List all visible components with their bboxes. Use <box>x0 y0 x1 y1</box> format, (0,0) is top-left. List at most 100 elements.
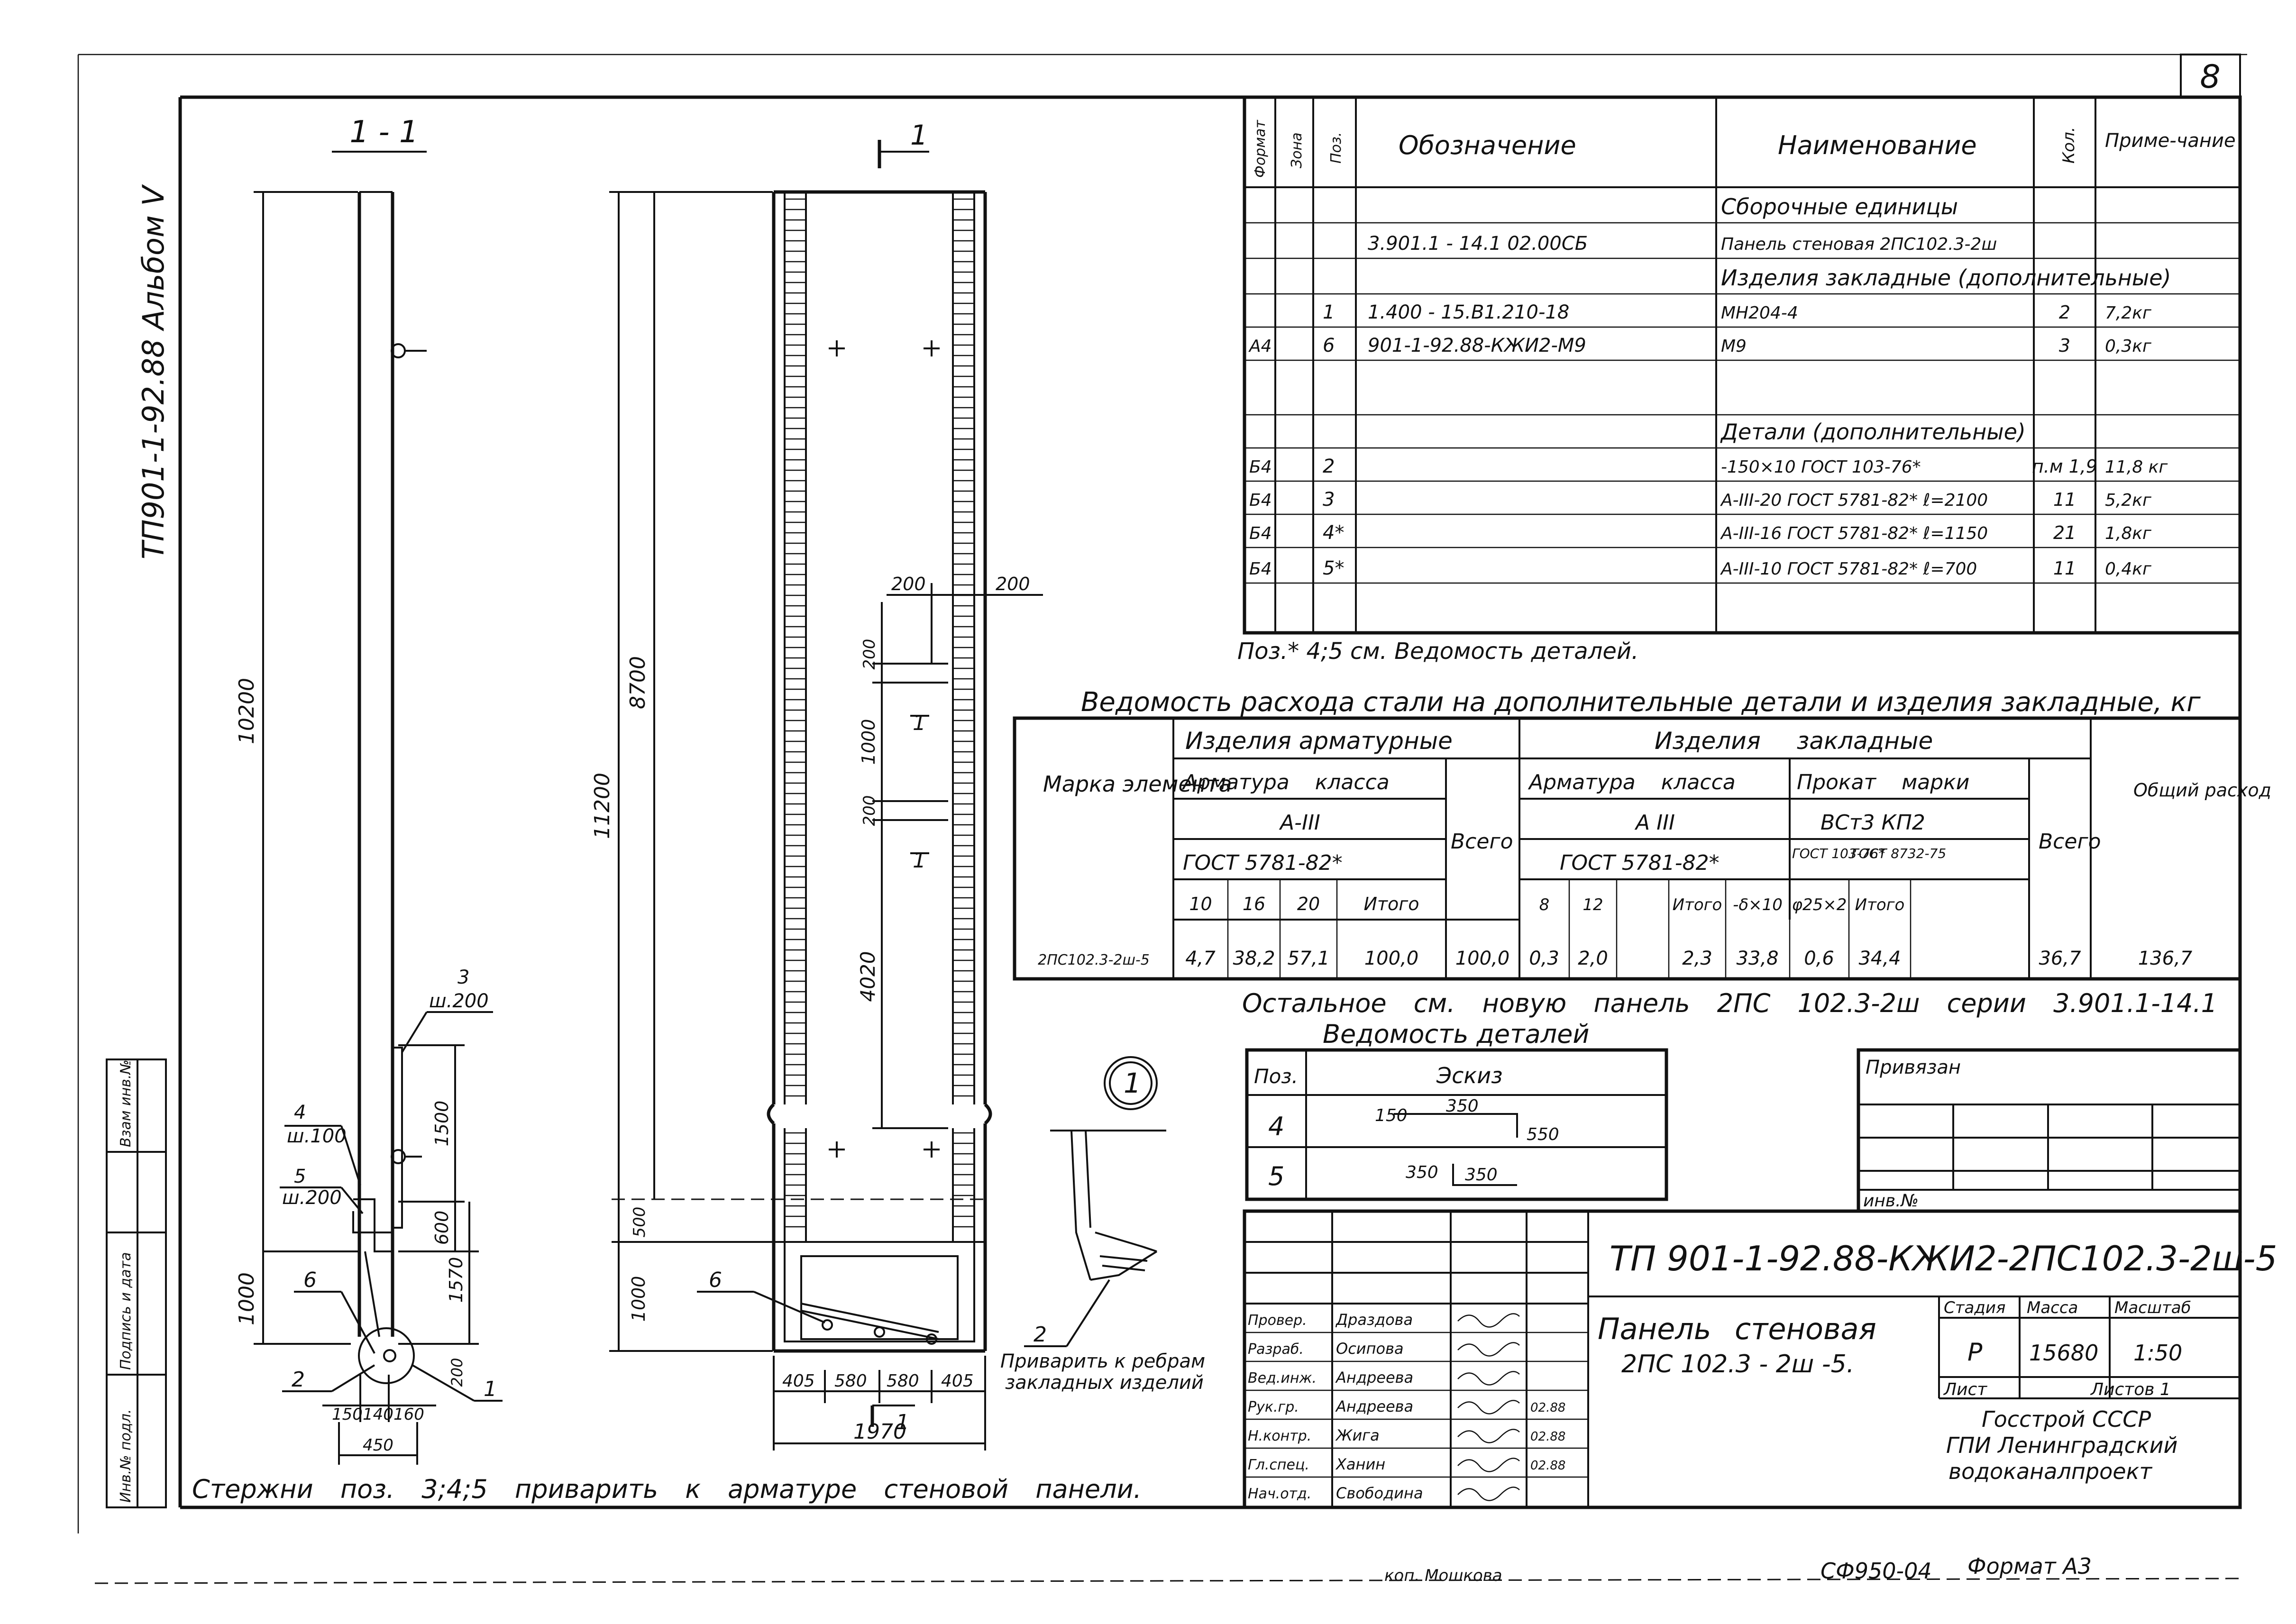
staff-name: Жига <box>1335 1426 1380 1444</box>
steel-cell: 100,0 <box>1364 948 1419 969</box>
spec-header-format: Формат <box>1252 119 1269 178</box>
spec-header-zone: Зона <box>1289 132 1305 168</box>
section-dim-150: 150 <box>332 1405 363 1424</box>
steel-col-a: 16 <box>1243 894 1265 914</box>
details-row-4-pos: 4 <box>1268 1112 1284 1141</box>
section-dim-total: 10200 <box>235 678 259 744</box>
steel-col-b: 12 <box>1583 895 1603 914</box>
spec-row-note: 11,8 кг <box>2105 457 2168 477</box>
steel-cell: 2,3 <box>1682 948 1712 969</box>
elevation-callout-1a: 1 <box>913 711 926 735</box>
title-org-3: водоканалпроект <box>1948 1459 2152 1484</box>
steel-class-a3: А-III <box>1279 811 1320 835</box>
steel-total-b: Всего <box>2039 830 2101 854</box>
staff-role: Вед.инж. <box>1248 1370 1317 1387</box>
staff-date: 02.88 <box>1530 1430 1565 1444</box>
steel-gost-c2: ГОСТ 8732-75 <box>1851 846 1946 861</box>
section-dim-1570: 1570 <box>446 1257 467 1303</box>
spec-header-name: Наименование <box>1778 130 1977 160</box>
spec-table: Формат Зона Поз. Обозначение Наименовани… <box>1237 95 2242 665</box>
section-title: 1 - 1 <box>349 115 418 150</box>
steel-cell: 100,0 <box>1455 948 1510 969</box>
spec-row-pos: 3 <box>1323 489 1335 511</box>
staff-signature <box>1457 1313 1520 1328</box>
spec-row-qty: 2 <box>2059 302 2070 323</box>
spec-row-format: Б4 <box>1249 524 1272 543</box>
spec-row-name: Панель стеновая 2ПС102.3-2ш <box>1721 235 1997 254</box>
spec-row-name: Сборочные единицы <box>1721 194 1958 219</box>
detail-note-1: Приварить к ребрам <box>1000 1350 1205 1372</box>
spec-row-name: Детали (дополнительные) <box>1720 419 2026 445</box>
callout-1: 1 <box>484 1377 497 1401</box>
steel-title: Ведомость расхода стали на дополнительны… <box>1081 687 2201 718</box>
staff-name: Андреева <box>1335 1369 1413 1387</box>
sheet-number: 8 <box>2200 58 2220 96</box>
side-stamp: Взам инв.№ Подпись и дата Инв.№ подл. <box>106 1058 167 1508</box>
steel-cell: 33,8 <box>1736 948 1778 969</box>
staff-name: Свободина <box>1336 1484 1423 1502</box>
section-dim-600: 600 <box>431 1211 452 1245</box>
details-row-5-pos: 5 <box>1268 1161 1284 1191</box>
title-org-1: Госстрой СССР <box>1982 1406 2151 1432</box>
title-code: ТП 901-1-92.88-КЖИ2-2ПС102.3-2ш-5 <box>1610 1239 2277 1278</box>
staff-signature <box>1457 1342 1520 1357</box>
title-staff-rows: Провер.ДраздоваРазраб.ОсиповаВед.инж.Анд… <box>1244 1311 1588 1502</box>
spec-row-name: А-III-16 ГОСТ 5781-82* ℓ=1150 <box>1720 524 1988 543</box>
spec-row-pos: 6 <box>1323 335 1335 356</box>
title-name-2: 2ПС 102.3 - 2ш -5. <box>1621 1350 1854 1378</box>
spec-row-pos: 2 <box>1323 456 1335 477</box>
steel-gost-b: ГОСТ 5781-82* <box>1560 851 1720 875</box>
elevation-view: 1 <box>590 119 1043 1451</box>
steel-col-b: φ25×2 <box>1792 895 1847 914</box>
staff-role: Нач.отд. <box>1248 1486 1311 1502</box>
elevation-cut-label: 1 <box>910 119 928 151</box>
steel-col-a: 10 <box>1189 894 1212 914</box>
spec-header-qty: Кол. <box>2059 127 2078 164</box>
steel-grand-total: Общий расход <box>2133 780 2271 801</box>
other-note: Остальное см. новую панель 2ПС 102.3-2ш … <box>1242 988 2217 1018</box>
elevation-dim-1000b: 1000 <box>628 1276 649 1322</box>
detail-note-2: закладных изделий <box>1005 1372 1204 1394</box>
callout-5-spec: ш.200 <box>282 1187 342 1209</box>
elevation-dim-405a: 405 <box>782 1371 815 1391</box>
bottom-note: Стержни поз. 3;4;5 приварить к арматуре … <box>192 1474 1142 1504</box>
spec-row-name: Изделия закладные (дополнительные) <box>1721 265 2171 291</box>
staff-signature <box>1457 1458 1520 1472</box>
elevation-dim-580a: 580 <box>834 1371 867 1391</box>
spec-row-designation: 901-1-92.88-КЖИ2-М9 <box>1368 335 1586 356</box>
spec-row-pos: 1 <box>1323 301 1335 323</box>
elevation-dim-405b: 405 <box>941 1371 974 1391</box>
steel-class-a3-b: А III <box>1634 811 1675 835</box>
staff-signature <box>1457 1371 1520 1386</box>
staff-date: 02.88 <box>1530 1459 1565 1473</box>
staff-role: Гл.спец. <box>1248 1457 1309 1473</box>
title-block: Провер.ДраздоваРазраб.ОсиповаВед.инж.Анд… <box>1243 1209 2277 1509</box>
steel-embedded-items: Изделия закладные <box>1655 727 1933 755</box>
staff-signature <box>1457 1487 1520 1501</box>
elevation-dim-580b: 580 <box>887 1371 919 1391</box>
title-mass-header: Масса <box>2027 1298 2078 1317</box>
spec-row-note: 1,8кг <box>2105 524 2152 543</box>
spec-row-pos: 4* <box>1323 522 1344 544</box>
spec-row-name: -150×10 ГОСТ 103-76* <box>1721 457 1921 477</box>
spec-row-qty: 11 <box>2053 558 2076 579</box>
section-dim-140: 140 <box>363 1405 393 1424</box>
elevation-dim-200a: 200 <box>891 574 926 594</box>
title-scale: 1:50 <box>2133 1340 2182 1366</box>
section-dim-bottom: 1000 <box>235 1272 259 1325</box>
steel-col-a: Итого <box>1363 894 1419 914</box>
side-inv-original: Инв.№ подл. <box>118 1409 134 1503</box>
callout-3-spec: ш.200 <box>429 990 489 1012</box>
copied-by: коп. Мошкова <box>1384 1566 1502 1585</box>
steel-cell: 4,7 <box>1185 948 1216 969</box>
details-row-4-b: 350 <box>1446 1096 1479 1116</box>
staff-role: Провер. <box>1248 1312 1307 1329</box>
side-signature-date: Подпись и дата <box>118 1252 134 1370</box>
elevation-dim-500: 500 <box>630 1207 649 1238</box>
title-sheets-label: Листов 1 <box>2090 1380 2171 1399</box>
spec-row-name: М9 <box>1721 337 1747 356</box>
section-dim-450: 450 <box>363 1436 393 1455</box>
callout-5: 5 <box>294 1166 306 1187</box>
